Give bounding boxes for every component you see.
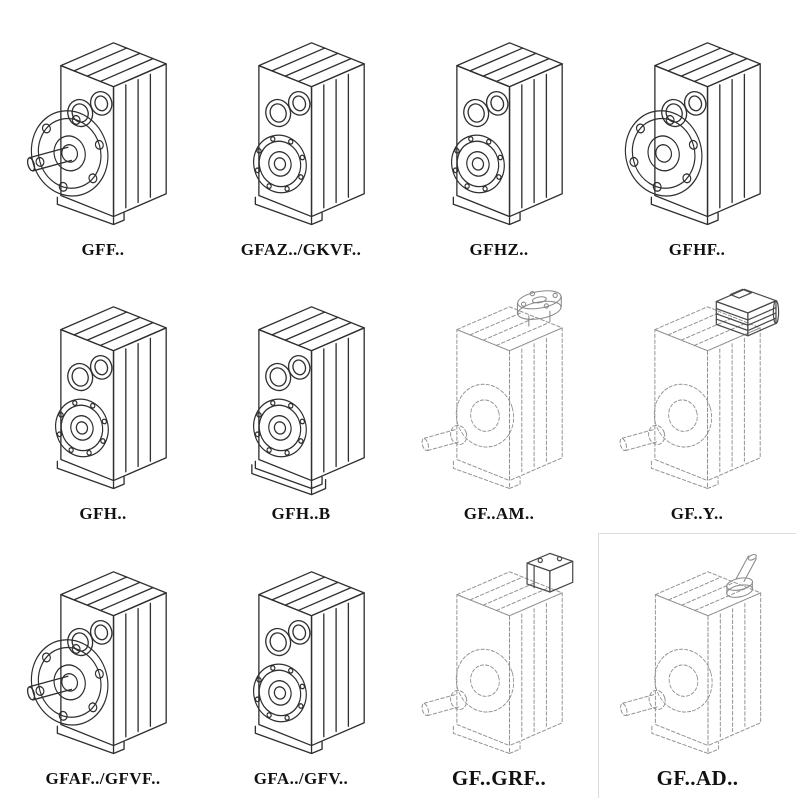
- catalog-cell-gfh: GFH..: [4, 269, 202, 534]
- hollow-shaft-gearbox-foot-drawing: [246, 306, 365, 496]
- catalog-cell-gff: GFF..: [4, 4, 202, 269]
- model-label: GFHZ..: [469, 239, 529, 259]
- model-label: GFAF../GFVF..: [45, 768, 161, 788]
- flange-shaft-gearbox-drawing: [20, 571, 167, 755]
- hollow-shaft-gearbox-drawing: [444, 41, 563, 225]
- model-label: GF..Y..: [670, 504, 724, 524]
- catalog-cell-gf-am: GF..AM..: [400, 269, 598, 534]
- hollow-shaft-gearbox-drawing: [246, 571, 365, 755]
- catalog-cell-gfaz-gkvf: GFAZ../GKVF..: [202, 4, 400, 269]
- model-label: GFH..: [79, 504, 127, 524]
- model-label: GFHF..: [668, 239, 726, 259]
- model-label: GF..GRF..: [451, 766, 547, 791]
- model-label: GFH..B: [271, 504, 331, 524]
- model-label: GF..AD..: [656, 766, 739, 791]
- model-label: GFA../GFV..: [253, 768, 349, 788]
- catalog-cell-gfh-b: GFH..B: [202, 269, 400, 534]
- catalog-cell-gfhz: GFHZ..: [400, 4, 598, 269]
- phantom-gearbox-input-shaft-drawing: [618, 552, 762, 754]
- flange-shaft-gearbox-drawing: [20, 41, 167, 225]
- catalog-cell-gfhf: GFHF..: [598, 4, 796, 269]
- catalog-cell-gf-grf: GF..GRF..: [400, 533, 598, 798]
- phantom-gearbox-iec-adapter-drawing: [420, 287, 563, 490]
- phantom-gearbox-input-housing-drawing: [420, 552, 574, 754]
- catalog-cell-gf-y: GF..Y..: [598, 269, 796, 534]
- catalog-cell-gfa-gfv: GFA../GFV..: [202, 533, 400, 798]
- phantom-gearbox-motor-drawing: [618, 288, 780, 490]
- model-label: GFF..: [81, 239, 125, 259]
- hollow-shaft-gearbox-drawing: [48, 306, 167, 490]
- model-label: GFAZ../GKVF..: [240, 239, 362, 259]
- model-label: GF..AM..: [463, 504, 535, 524]
- catalog-cell-gf-ad: GF..AD..: [598, 533, 796, 798]
- flange-gearbox-drawing: [614, 41, 761, 225]
- catalog-cell-gfaf-gfvf: GFAF../GFVF..: [4, 533, 202, 798]
- hollow-shaft-gearbox-drawing: [246, 41, 365, 225]
